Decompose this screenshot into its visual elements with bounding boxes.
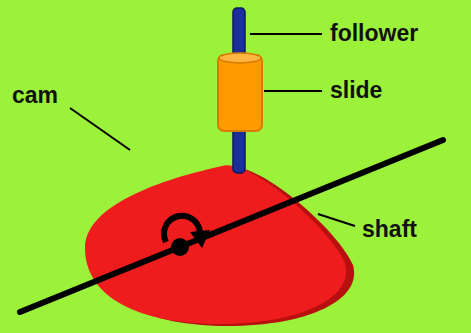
part-label: follower (330, 22, 418, 45)
leader-line (70, 108, 130, 150)
part-label: slide (330, 79, 382, 102)
shaft-hub (171, 238, 189, 256)
arrow-head (190, 230, 210, 248)
slide-block (218, 55, 262, 131)
leader-line (318, 214, 355, 226)
part-label: shaft (362, 218, 417, 241)
leader-line (264, 90, 322, 92)
cam-body (85, 165, 346, 324)
shaft-line (20, 140, 443, 312)
leader-line (250, 33, 322, 35)
part-label: cam (12, 84, 58, 107)
slide-top (219, 53, 261, 63)
